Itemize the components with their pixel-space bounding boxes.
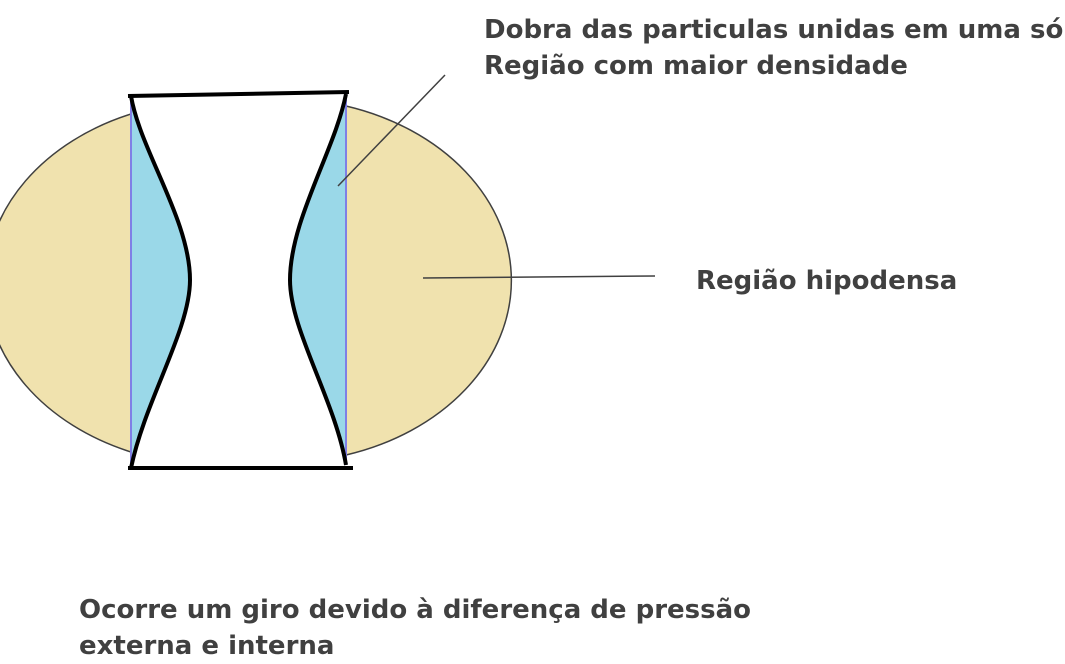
dense-fold-label-line2: Região com maior densidade <box>484 51 908 81</box>
outline-top <box>127 90 350 98</box>
leader-line-dense <box>337 74 446 187</box>
dense-region-left <box>131 96 190 468</box>
rotation-caption-line1: Ocorre um giro devido à diferença de pre… <box>79 595 752 625</box>
rotation-caption-line2: externa e interna <box>79 631 335 661</box>
dense-fold-label-line1: Dobra das particulas unidas em uma só <box>484 15 1064 45</box>
hypodense-label-text: Região hipodensa <box>696 266 958 296</box>
dense-fold-label: Dobra das particulas unidas em uma só Re… <box>484 12 1063 84</box>
hypodense-label: Região hipodensa <box>696 263 957 299</box>
outline-left-curve <box>129 95 193 469</box>
outline-right-curve <box>287 93 348 466</box>
hypodense-region-right <box>345 105 513 456</box>
hypodense-region-left <box>0 112 132 454</box>
dense-region-right <box>290 94 346 465</box>
leader-line-hypodense <box>422 275 656 279</box>
rotation-caption: Ocorre um giro devido à diferença de pre… <box>79 592 751 664</box>
